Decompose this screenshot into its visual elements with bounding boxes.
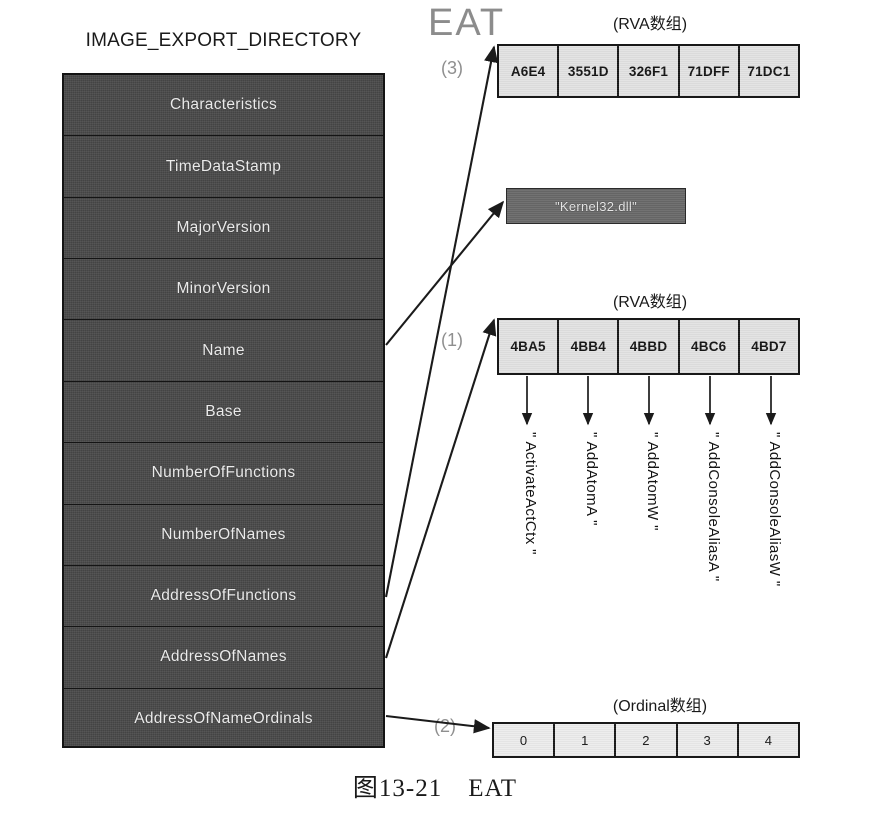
- struct-field-majorversion[interactable]: MajorVersion: [64, 198, 383, 260]
- address-of-names-array: 4BA5 4BB4 4BBD 4BC6 4BD7: [497, 318, 800, 375]
- image-export-directory-table: Characteristics TimeDataStamp MajorVersi…: [62, 73, 385, 748]
- ordinal-array: 0 1 2 3 4: [492, 722, 800, 758]
- struct-field-addressofnames[interactable]: AddressOfNames: [64, 627, 383, 689]
- struct-field-label: NumberOfFunctions: [151, 464, 296, 482]
- arrow-addressofnames-to-rva-array: [384, 318, 497, 659]
- dll-name-label: "Kernel32.dll": [554, 198, 638, 214]
- struct-field-name[interactable]: Name: [64, 320, 383, 382]
- array-cell[interactable]: 4BD7: [751, 339, 787, 354]
- struct-field-characteristics[interactable]: Characteristics: [64, 75, 383, 137]
- struct-field-addressoffunctions[interactable]: AddressOfFunctions: [64, 566, 383, 628]
- struct-field-base[interactable]: Base: [64, 382, 383, 444]
- arrow-name-to-dllname: [385, 200, 505, 346]
- struct-field-timedatastamp[interactable]: TimeDataStamp: [64, 136, 383, 198]
- address-of-names-array-caption: (RVA数组): [612, 294, 688, 311]
- struct-field-label: AddressOfNameOrdinals: [134, 710, 313, 728]
- arrow-addressoffunctions-to-rva-array: [384, 45, 499, 598]
- array-cell[interactable]: 326F1: [619, 46, 680, 96]
- ordinal-array-caption: (Ordinal数组): [612, 698, 708, 715]
- eat-title-label: EAT: [428, 2, 506, 44]
- export-name-string-1: " AddAtomA ": [583, 432, 600, 526]
- array-cell[interactable]: 2: [616, 724, 678, 756]
- step-label-2: (2): [434, 716, 456, 736]
- array-cell[interactable]: 4BC6: [680, 320, 740, 373]
- array-cell[interactable]: A6E4: [499, 46, 560, 96]
- export-name-string-2: " AddAtomW ": [644, 432, 661, 531]
- array-cell[interactable]: 71DFF: [680, 46, 740, 96]
- struct-field-minorversion[interactable]: MinorVersion: [64, 259, 383, 321]
- struct-field-addressofnameordinals[interactable]: AddressOfNameOrdinals: [64, 689, 383, 750]
- struct-field-label: Name: [202, 341, 245, 359]
- export-name-string-4: " AddConsoleAliasW ": [766, 432, 783, 587]
- struct-field-label: TimeDataStamp: [165, 157, 282, 175]
- struct-field-numberoffunctions[interactable]: NumberOfFunctions: [64, 443, 383, 505]
- address-of-functions-array: A6E4 3551D 326F1 71DFF 71DC1: [497, 44, 800, 98]
- struct-title: IMAGE_EXPORT_DIRECTORY: [85, 30, 362, 51]
- struct-field-numberofnames[interactable]: NumberOfNames: [64, 505, 383, 566]
- struct-field-label: MajorVersion: [176, 218, 271, 236]
- array-cell[interactable]: 4BB4: [559, 320, 620, 373]
- struct-field-label: AddressOfFunctions: [150, 587, 297, 605]
- step-label-1: (1): [441, 330, 463, 350]
- struct-field-label: Characteristics: [170, 96, 277, 114]
- array-cell[interactable]: 0: [494, 724, 556, 756]
- struct-field-label: MinorVersion: [176, 280, 271, 298]
- array-cell[interactable]: 71DC1: [747, 63, 791, 79]
- array-cell[interactable]: 3551D: [559, 46, 620, 96]
- struct-field-label: Base: [205, 402, 242, 420]
- dll-name-box: "Kernel32.dll": [506, 188, 686, 224]
- array-cell[interactable]: 4BA5: [499, 320, 560, 373]
- array-cell[interactable]: 3: [678, 724, 739, 756]
- array-cell[interactable]: 4: [764, 732, 773, 748]
- step-label-3: (3): [441, 58, 463, 78]
- struct-field-label: NumberOfNames: [161, 525, 286, 543]
- address-of-functions-array-caption: (RVA数组): [612, 16, 688, 33]
- struct-field-label: AddressOfNames: [160, 648, 287, 666]
- export-name-string-3: " AddConsoleAliasA ": [705, 432, 722, 582]
- array-cell[interactable]: 4BBD: [619, 320, 680, 373]
- export-name-string-0: " ActivateActCtx ": [522, 432, 539, 555]
- array-cell[interactable]: 1: [555, 724, 617, 756]
- figure-caption: 图13-21 EAT: [352, 775, 518, 802]
